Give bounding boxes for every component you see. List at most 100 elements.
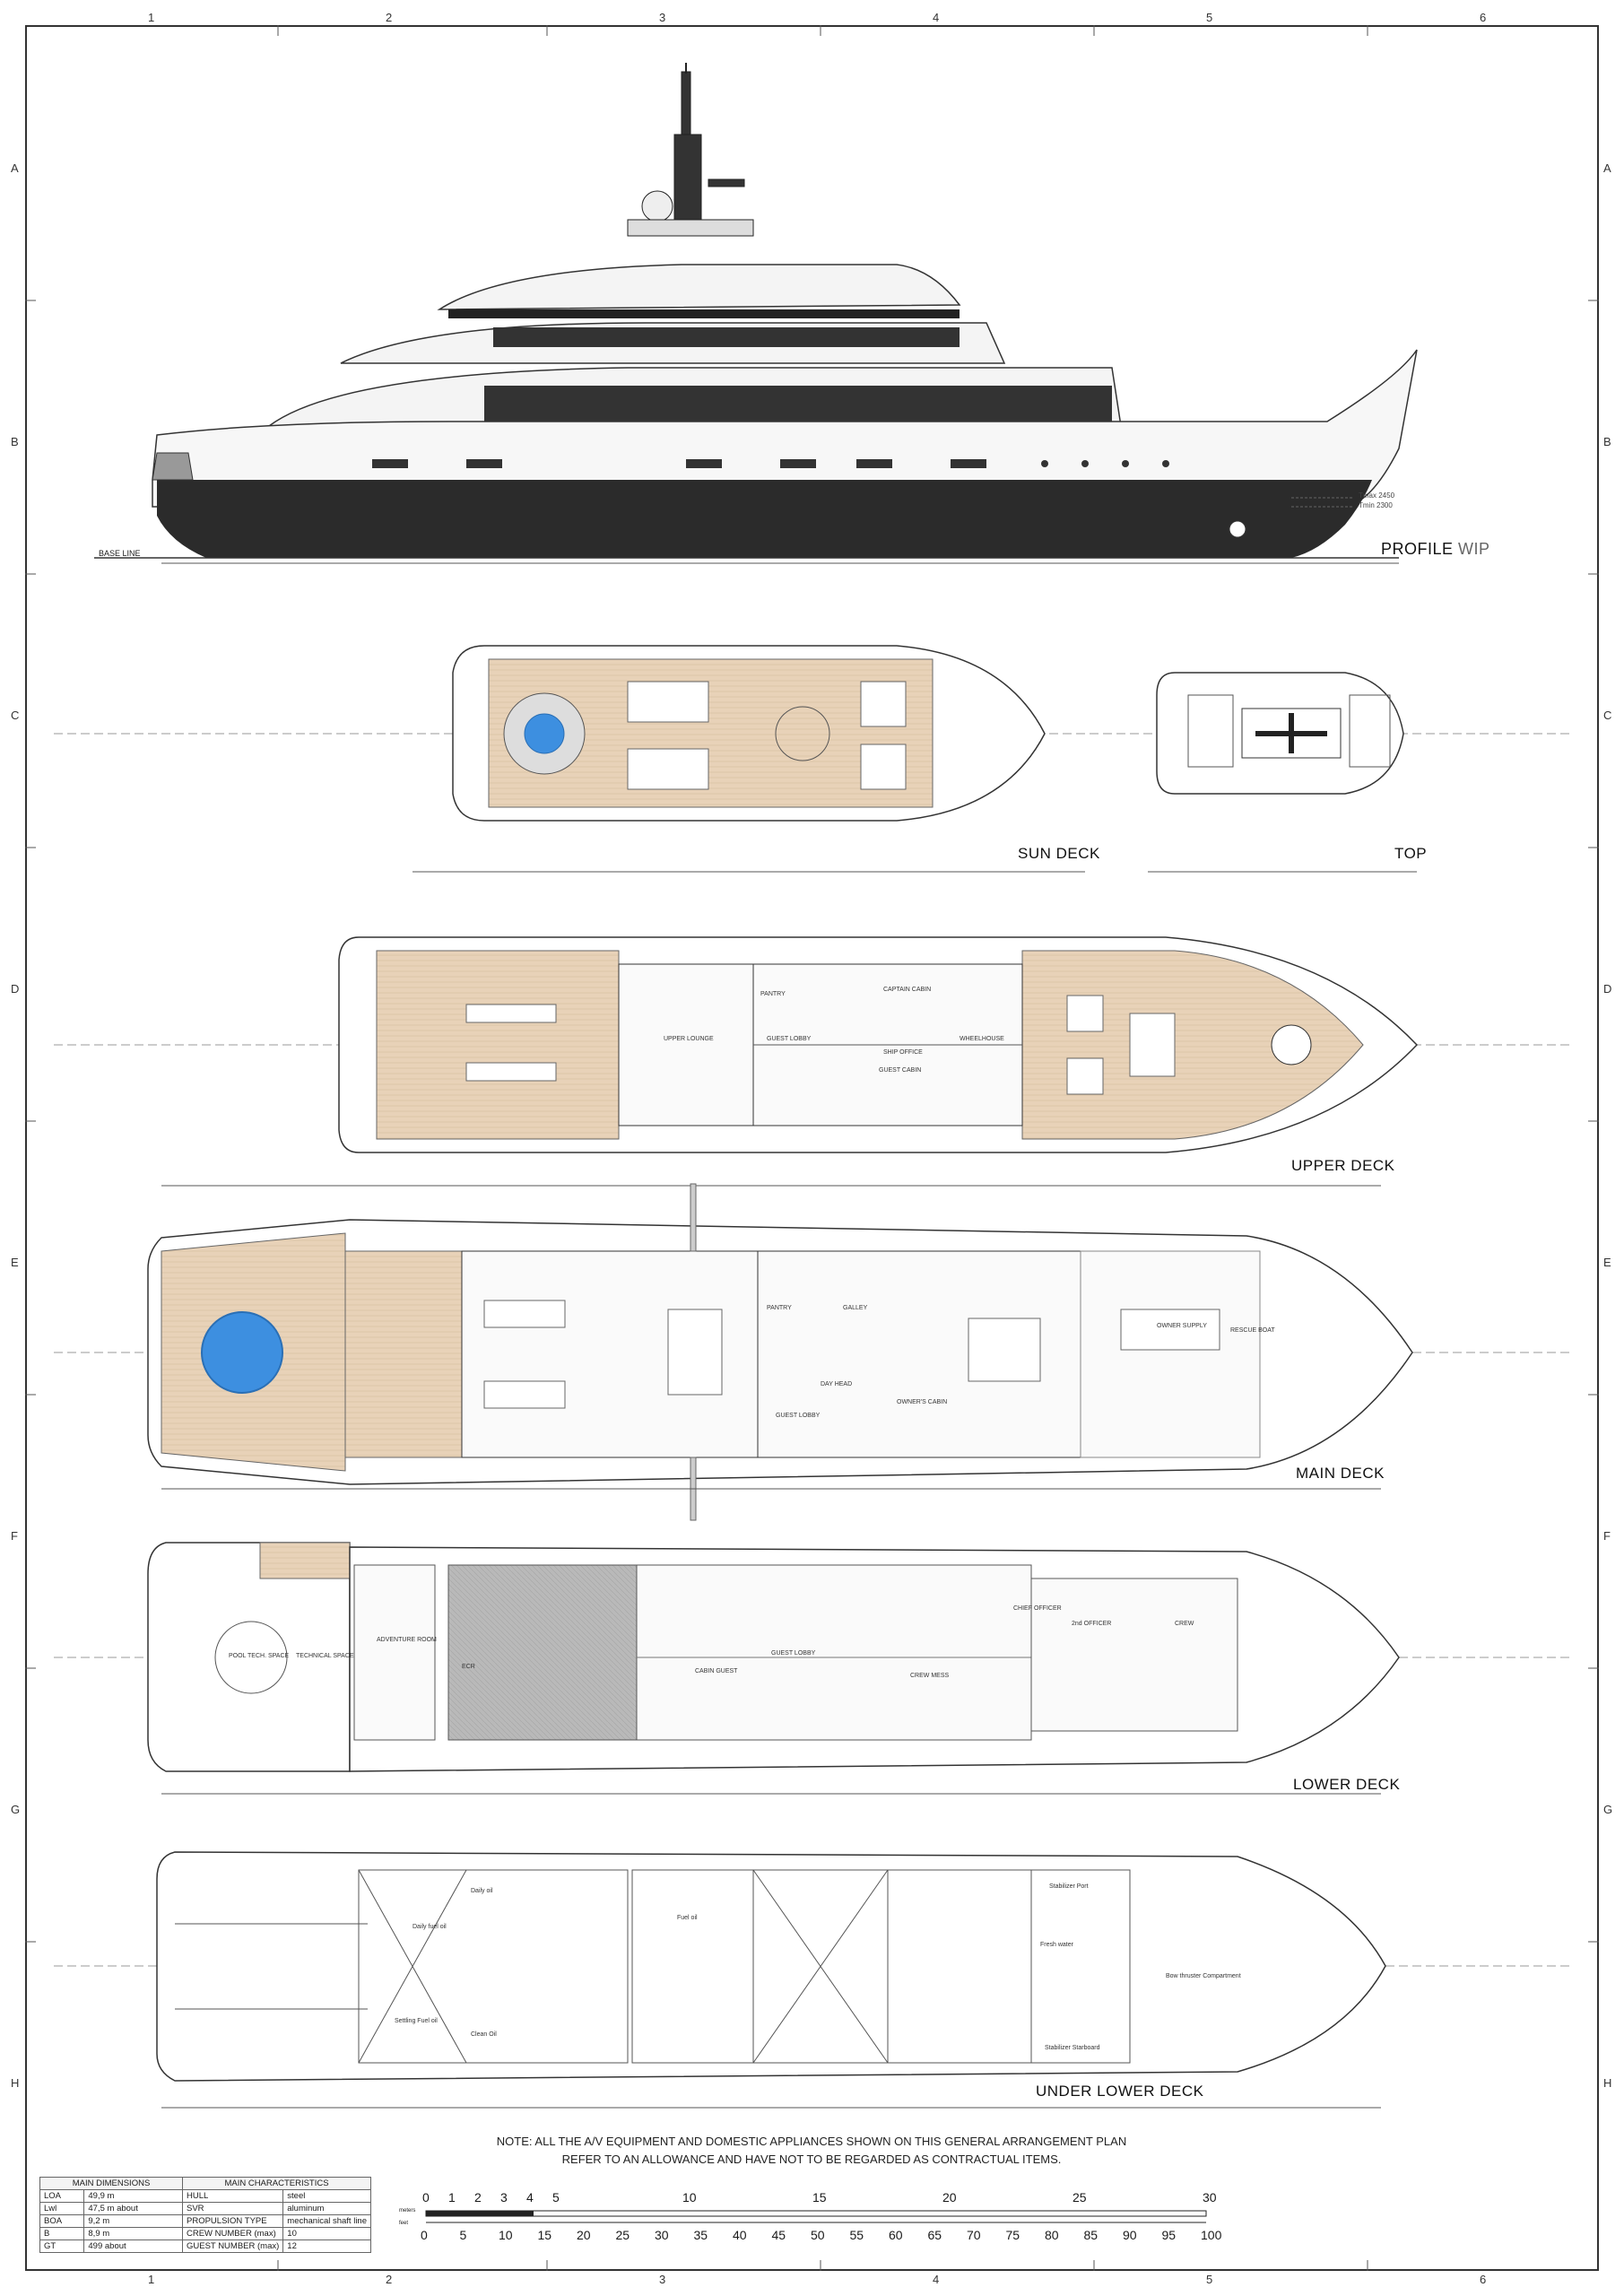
hull-portholes bbox=[372, 459, 1169, 468]
upper-lounge-label: UPPER LOUNGE bbox=[664, 1036, 714, 1042]
sun-deck-bar bbox=[860, 681, 907, 790]
under-daily-fuel-oil-label: Daily fuel oil bbox=[413, 1924, 447, 1930]
upper-deck-view: UPPER LOUNGE PANTRY GUEST LOBBY CAPTAIN … bbox=[54, 936, 1569, 1187]
sun-deck-sunbeds bbox=[627, 681, 709, 790]
lower-2nd-officer-label: 2nd OFFICER bbox=[1072, 1621, 1111, 1627]
scale-feet-tick: 5 bbox=[459, 2228, 467, 2242]
sheet-frame bbox=[25, 25, 1599, 2271]
grid-ticks bbox=[25, 25, 1599, 2271]
scale-feet-tick: 50 bbox=[811, 2228, 825, 2242]
engine-room bbox=[447, 1564, 638, 1741]
shaft-lines bbox=[175, 1923, 368, 2010]
lower-deck-view: ADVENTURE ROOM ECR POOL TECH. SPACE TECH… bbox=[54, 1542, 1569, 1795]
lower-deck-label: LOWER DECK bbox=[1293, 1776, 1401, 1793]
main-owner-supply-label: OWNER SUPPLY bbox=[1157, 1323, 1207, 1329]
sun-deck-super bbox=[437, 264, 961, 310]
scale-bar bbox=[425, 2210, 1207, 2223]
note-line-2: REFER TO AN ALLOWANCE AND HAVE NOT TO BE… bbox=[561, 2152, 1062, 2166]
scale-meter-tick: 5 bbox=[552, 2190, 560, 2205]
main-pantry-label: PANTRY bbox=[767, 1305, 792, 1311]
upper-lounge bbox=[618, 963, 754, 1126]
scale-meter-tick: 20 bbox=[942, 2190, 957, 2205]
crew-accommodation bbox=[1030, 1578, 1238, 1732]
top-deck-mast bbox=[1255, 713, 1327, 753]
top-label: TOP bbox=[1394, 845, 1428, 862]
sun-deck-jacuzzi bbox=[524, 713, 565, 754]
grid-row-b: B bbox=[11, 435, 19, 448]
scale-feet-tick: 25 bbox=[615, 2228, 630, 2242]
grid-row-e: E bbox=[11, 1256, 19, 1269]
main-deck-label: MAIN DECK bbox=[1296, 1465, 1385, 1482]
main-deck-pool bbox=[201, 1311, 283, 1394]
grid-row-c-right: C bbox=[1603, 709, 1612, 722]
spec-value: 499 about bbox=[83, 2239, 183, 2253]
sun-deck-dining-table bbox=[775, 706, 830, 761]
bow-thruster-icon bbox=[1229, 520, 1246, 538]
main-owners-cabin-label: OWNER'S CABIN bbox=[897, 1399, 947, 1405]
lower-cabin-guest-label: CABIN GUEST bbox=[695, 1668, 738, 1674]
scale-feet-tick: 10 bbox=[499, 2228, 513, 2242]
spec-key: GT bbox=[39, 2239, 85, 2253]
grid-col-2: 2 bbox=[386, 11, 393, 24]
scale-meter-tick: 4 bbox=[526, 2190, 534, 2205]
scale-feet-tick: 20 bbox=[577, 2228, 591, 2242]
scale-feet-tick: 90 bbox=[1123, 2228, 1137, 2242]
stern-platform bbox=[152, 452, 194, 481]
under-lower-deck-label: UNDER LOWER DECK bbox=[1036, 2083, 1204, 2100]
top-deck-panel-right bbox=[1349, 694, 1391, 768]
profile-label: PROFILE WIP bbox=[1381, 540, 1490, 559]
main-deck-aft-lounge-teak bbox=[344, 1250, 463, 1458]
scale-meter-tick: 2 bbox=[474, 2190, 482, 2205]
profile-view bbox=[94, 63, 1418, 564]
under-bow-thruster-label: Bow thruster Compartment bbox=[1166, 1973, 1241, 1979]
main-galley-label: GALLEY bbox=[843, 1305, 868, 1311]
main-guest-lobby-label: GUEST LOBBY bbox=[776, 1413, 821, 1419]
spec-row: Lwl 47,5 m about SVR aluminum bbox=[39, 2202, 371, 2215]
spec-value: 8,9 m bbox=[83, 2227, 183, 2240]
grid-row-a-right: A bbox=[1603, 161, 1611, 175]
lower-crew-label: CREW bbox=[1175, 1621, 1194, 1627]
spec-row: BOA 9,2 m PROPULSION TYPE mechanical sha… bbox=[39, 2214, 371, 2228]
upper-pantry-label: PANTRY bbox=[760, 991, 786, 997]
grid-row-h-right: H bbox=[1603, 2076, 1612, 2090]
grid-row-h: H bbox=[11, 2076, 20, 2090]
scale-meter-tick: 25 bbox=[1073, 2190, 1087, 2205]
scale-feet-tick: 55 bbox=[849, 2228, 864, 2242]
grid-row-a: A bbox=[11, 161, 19, 175]
spec-row: B 8,9 m CREW NUMBER (max) 10 bbox=[39, 2227, 371, 2240]
upper-deck-aft-teak bbox=[376, 950, 620, 1140]
sun-deck-teak bbox=[488, 658, 934, 808]
upper-deck-tender bbox=[1271, 1024, 1312, 1065]
lower-chief-officer-label: CHIEF OFFICER bbox=[1013, 1605, 1062, 1612]
upper-deck-label: UPPER DECK bbox=[1291, 1157, 1395, 1174]
upper-guest-cabin-label: GUEST CABIN bbox=[879, 1067, 921, 1074]
scale-feet-tick: 100 bbox=[1201, 2228, 1222, 2242]
upper-deck-fwd-teak bbox=[1021, 950, 1364, 1140]
scale-feet-tick: 60 bbox=[889, 2228, 903, 2242]
spec-key: Lwl bbox=[39, 2202, 85, 2215]
lower-ecr-label: ECR bbox=[462, 1664, 475, 1670]
scale-feet-tick: 35 bbox=[693, 2228, 708, 2242]
upper-wheelhouse-label: WHEELHOUSE bbox=[960, 1036, 1004, 1042]
spec-key: CREW NUMBER (max) bbox=[181, 2227, 284, 2240]
spec-value: 10 bbox=[282, 2227, 371, 2240]
spec-key: BOA bbox=[39, 2214, 85, 2228]
spec-key: HULL bbox=[181, 2189, 284, 2203]
spec-row: LOA 49,9 m HULL steel bbox=[39, 2189, 371, 2203]
grid-col-4: 4 bbox=[933, 11, 940, 24]
grid-row-e-right: E bbox=[1603, 1256, 1611, 1269]
under-fuel-oil-label: Fuel oil bbox=[677, 1915, 698, 1921]
top-deck-panel-left bbox=[1187, 694, 1234, 768]
spec-key: B bbox=[39, 2227, 85, 2240]
under-fresh-water-label: Fresh water bbox=[1040, 1942, 1074, 1948]
sun-deck-label: SUN DECK bbox=[1018, 845, 1100, 862]
spec-value: 47,5 m about bbox=[83, 2202, 183, 2215]
hull-bottom bbox=[157, 480, 1372, 558]
grid-col-3: 3 bbox=[659, 11, 666, 24]
tmax-label: Tmax 2450 bbox=[1359, 491, 1395, 500]
lower-technical-space-label: TECHNICAL SPACE bbox=[296, 1653, 354, 1659]
tank-compartments bbox=[358, 1869, 1131, 2064]
scale-meters-label: meters bbox=[399, 2208, 416, 2213]
main-deck-furniture bbox=[483, 1300, 1220, 1409]
scale-feet-tick: 80 bbox=[1045, 2228, 1059, 2242]
